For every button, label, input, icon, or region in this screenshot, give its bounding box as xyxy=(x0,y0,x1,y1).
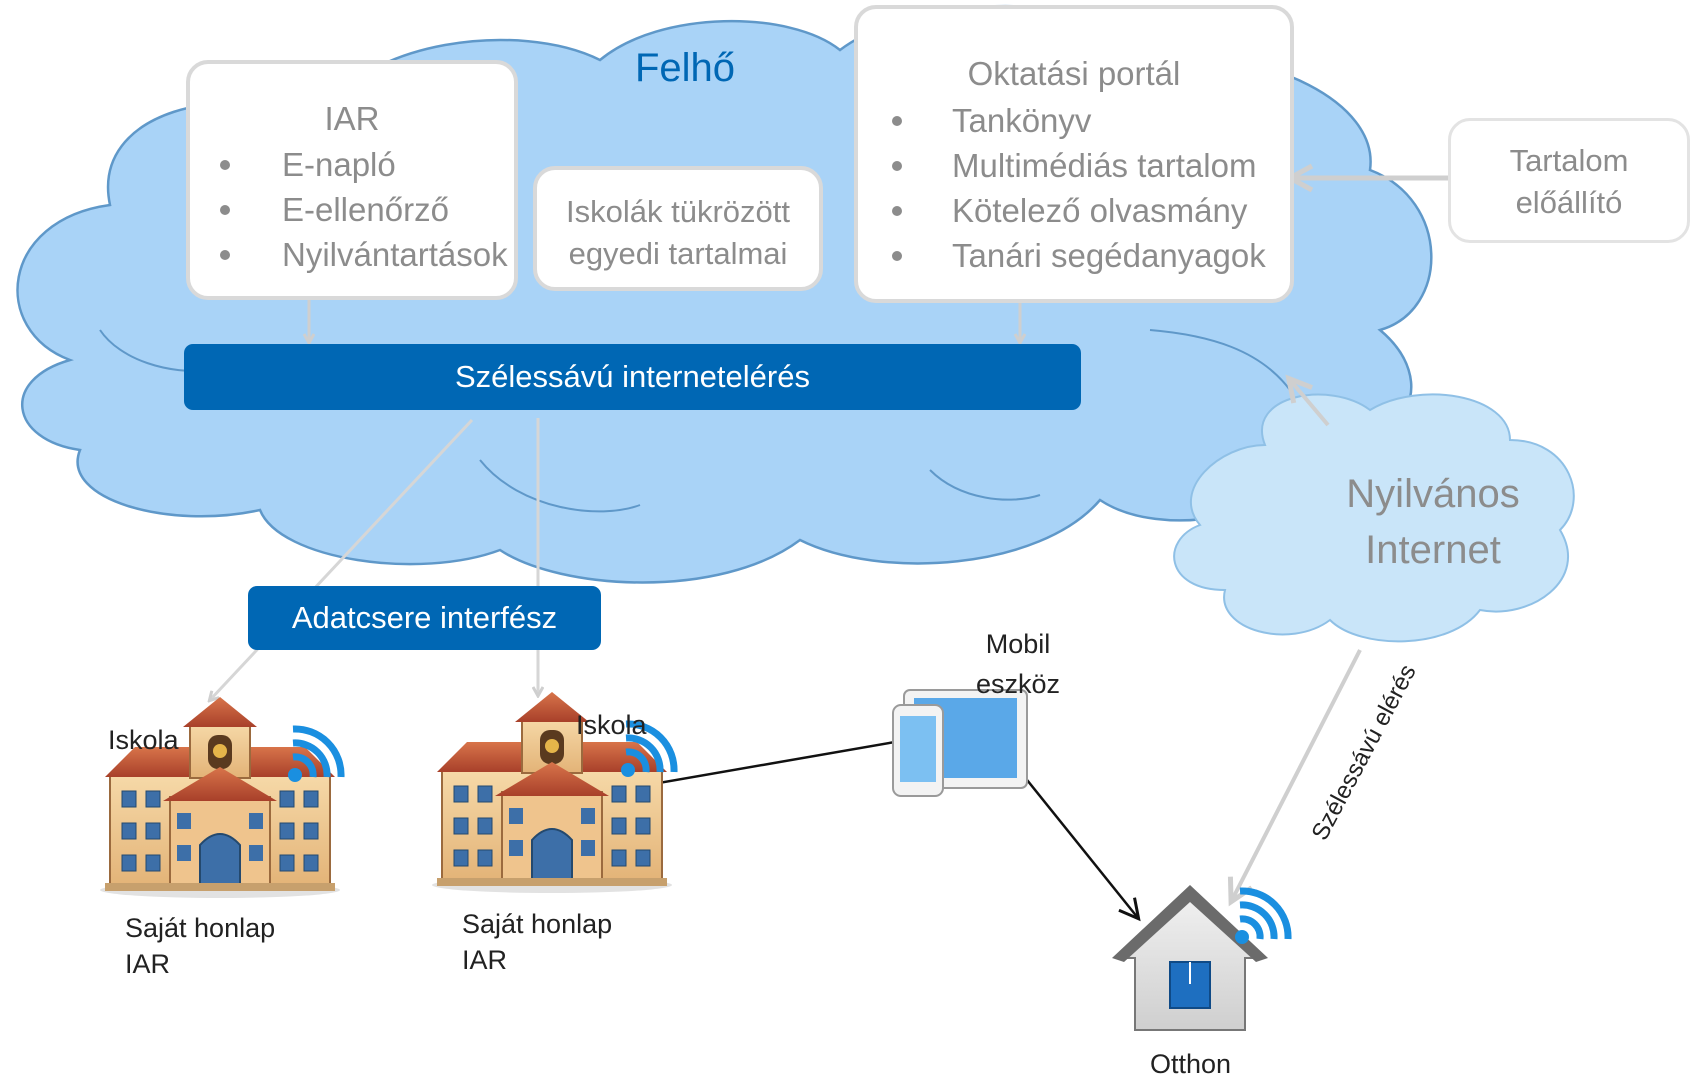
broadband-access-label: Szélessávú elérés xyxy=(1306,660,1421,845)
house-icon xyxy=(1112,885,1268,1031)
public-internet-cloud xyxy=(1173,393,1575,643)
iar-box: IAR E-napló E-ellenőrző Nyilvántartások xyxy=(186,60,518,300)
bullet-icon xyxy=(892,206,902,216)
data-exchange-bar: Adatcsere interfész xyxy=(248,586,601,650)
edu-portal-box: Oktatási portál Tankönyv Multimédiás tar… xyxy=(854,5,1294,303)
school-1-name: Iskola xyxy=(108,725,179,755)
home-label: Otthon xyxy=(1150,1049,1232,1079)
arrow-mobile-to-school xyxy=(625,740,896,797)
school-1-caption: Saját honlap IAR xyxy=(125,913,276,979)
mobile-devices-icon xyxy=(892,689,1028,797)
edu-portal-title: Oktatási portál xyxy=(967,55,1181,92)
broadband-bar: Szélessávú internetelérés xyxy=(184,344,1081,410)
school-2-name: Iskola xyxy=(576,710,647,740)
bullet-icon xyxy=(892,161,902,171)
iar-box-title: IAR xyxy=(324,100,380,137)
cloud-title: Felhő xyxy=(634,46,736,90)
broadband-access-link xyxy=(1227,649,1362,907)
wifi-icon xyxy=(1235,891,1288,944)
bullet-icon xyxy=(220,205,230,215)
mirror-content-box: Iskolák tükrözött egyedi tartalmai xyxy=(533,166,823,291)
wifi-icon xyxy=(288,729,341,782)
arrow-internet-to-cloud xyxy=(1285,374,1330,427)
bullet-icon xyxy=(892,251,902,261)
content-producer-box: Tartalom előállító xyxy=(1448,118,1690,243)
bullet-icon xyxy=(220,160,230,170)
bullet-icon xyxy=(892,116,902,126)
public-internet-label: Nyilvános Internet xyxy=(1346,472,1520,572)
mobile-device-label: Mobil eszköz xyxy=(975,629,1061,699)
arrow-to-school-1 xyxy=(210,418,474,700)
school-2-caption: Saját honlap IAR xyxy=(462,909,613,975)
arrow-mobile-to-home xyxy=(1014,764,1141,922)
bullet-icon xyxy=(220,250,230,260)
